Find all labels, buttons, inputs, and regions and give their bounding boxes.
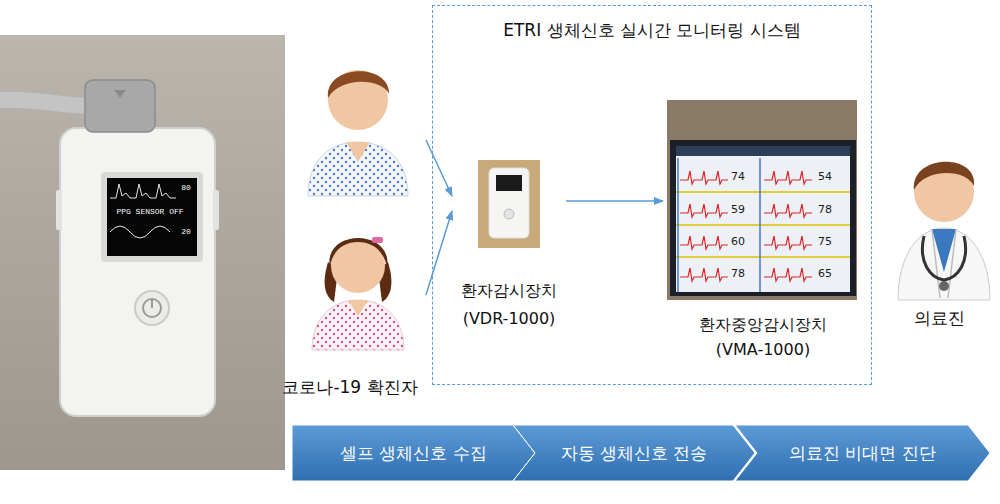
device-photo-part xyxy=(143,299,161,317)
chevron-fill xyxy=(292,425,535,481)
monitor-photo-part xyxy=(680,171,812,281)
monitor-photo-part xyxy=(676,192,850,257)
screen-text: 20 xyxy=(181,228,191,236)
device-photo-part xyxy=(85,80,155,132)
node-label: 자동 생체신호 전송 xyxy=(561,443,708,463)
patient-figures-part xyxy=(329,238,387,268)
monitor-reading: 78 xyxy=(731,268,745,279)
monitor-reading: 54 xyxy=(818,171,832,182)
doctor-figure-part xyxy=(914,162,974,190)
monitor-reading: 78 xyxy=(818,204,832,215)
monitor-reading: 75 xyxy=(818,236,832,247)
chevron-fill xyxy=(513,425,755,481)
process-chevron: 의료진 비대면 진단 xyxy=(735,425,990,481)
node-label: 의료진 비대면 진단 xyxy=(789,443,936,463)
node-label: 의료진 xyxy=(914,308,965,328)
monitor-photo xyxy=(667,100,857,300)
flow-arrow xyxy=(426,140,452,196)
screen-text: PPG SENSOR OFF xyxy=(116,208,183,216)
node-label: 코로나-19 확진자 xyxy=(282,377,417,397)
system-boundary: ETRI 생체신호 실시간 모니터링 시스템환자감시장치 (VDR-1000) 환… xyxy=(432,5,872,385)
doctor-figure-part xyxy=(914,162,974,222)
clinician: 의료진 xyxy=(885,100,993,332)
device-photo-part xyxy=(213,190,219,230)
device-photo-part xyxy=(151,300,153,308)
node-label: ETRI 생체신호 실시간 모니터링 시스템 xyxy=(503,20,801,40)
device-photo-part xyxy=(114,90,126,98)
monitor-reading: 74 xyxy=(731,171,745,182)
chevron-fill xyxy=(735,425,990,481)
process-chevron: 셀프 생체신호 수집 xyxy=(292,425,535,481)
node-label: 셀프 생체신호 수집 xyxy=(340,443,487,463)
doctor-figure-part xyxy=(939,281,949,291)
patient-figures xyxy=(308,70,408,350)
doctor-figure xyxy=(898,162,990,300)
monitor-photo-part xyxy=(676,146,850,156)
screen-text: 80 xyxy=(181,184,191,192)
flow-arrow xyxy=(566,200,663,202)
device-photo-part xyxy=(0,100,88,106)
device-thumbnail-part xyxy=(496,175,522,191)
device-unit: 환자감시장치 (VDR-1000) xyxy=(452,151,566,336)
monitor-photo-part xyxy=(676,146,850,292)
device-photo-part xyxy=(0,35,285,470)
node-label: 환자감시장치 (VDR-1000) xyxy=(456,277,562,333)
device-photo xyxy=(0,35,285,470)
device-thumbnail-part xyxy=(504,209,514,219)
patient-figures-part xyxy=(328,71,389,98)
monitor-reading: 59 xyxy=(731,204,745,215)
device-thumbnail-part xyxy=(478,160,540,248)
patient-figures-part xyxy=(346,142,370,162)
device-thumbnail-part xyxy=(489,168,529,238)
doctor-figure-part xyxy=(898,228,990,300)
device-photo-part xyxy=(60,128,215,416)
device-photo-part xyxy=(135,291,169,325)
device-photo-part xyxy=(56,190,62,230)
device-photo-part xyxy=(110,184,176,198)
process-chevron: 자동 생체신호 전송 xyxy=(513,425,755,481)
device-photo-part xyxy=(107,178,197,256)
patient-figures-part xyxy=(372,237,383,243)
patient-group: 코로나-19 확진자 xyxy=(274,45,426,405)
patient-figures-part xyxy=(348,300,368,316)
monitor-reading: 60 xyxy=(731,236,745,247)
flow-arrow xyxy=(426,211,452,295)
device-photo-part xyxy=(101,172,203,262)
device-thumbnail xyxy=(478,160,540,248)
device-photo-part xyxy=(110,226,170,238)
central-monitor: 환자중앙감시장치 (VMA-1000) xyxy=(663,96,863,364)
patient-figures-part xyxy=(308,142,408,196)
monitor-reading: 65 xyxy=(818,268,832,279)
doctor-figure-part xyxy=(922,236,965,280)
monitor-photo-part xyxy=(670,140,856,296)
patient-figures-part xyxy=(312,300,404,350)
node-label: 환자중앙감시장치 (VMA-1000) xyxy=(694,313,832,363)
monitor-photo-part xyxy=(667,100,857,300)
doctor-figure-part xyxy=(932,229,956,298)
